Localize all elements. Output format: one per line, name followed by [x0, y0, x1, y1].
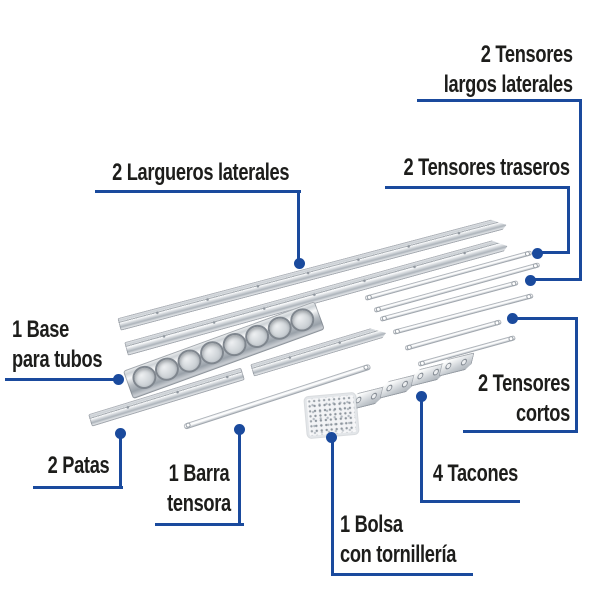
callout-line-traseros-horizontal — [538, 251, 569, 254]
callout-line-largos-horizontal — [531, 278, 581, 281]
callout-line-largueros-vertical — [297, 190, 300, 260]
callout-line-tacones-underline — [421, 500, 520, 503]
callout-line-bolsa-underline — [331, 573, 473, 576]
callout-line-largos-vertical — [579, 99, 582, 281]
label-bolsa: 1 Bolsa con tornillería — [340, 510, 456, 570]
label-tensores-cortos: 2 Tensores cortos — [478, 369, 570, 429]
callout-line-bolsa-vertical — [331, 438, 334, 576]
callout-line-traseros-underline — [385, 186, 570, 189]
label-tensores-traseros-text: 2 Tensores traseros — [403, 154, 571, 181]
callout-line-cortos-underline — [463, 430, 578, 433]
callout-line-largos-underline — [417, 99, 582, 102]
tube-hole — [221, 332, 248, 357]
label-tacones: 4 Tacones — [433, 459, 518, 489]
label-barra-line2: tensora — [167, 490, 231, 517]
callout-line-barra-underline — [155, 523, 244, 526]
callout-dot-barra — [234, 424, 245, 435]
label-largueros: 2 Largueros laterales — [112, 158, 289, 188]
label-tacones-text: 4 Tacones — [432, 460, 519, 487]
callout-dot-patas — [115, 428, 126, 439]
callout-line-patas-underline — [33, 486, 123, 489]
label-base: 1 Base para tubos — [12, 315, 103, 375]
tube-hole — [154, 356, 180, 382]
callout-line-cortos-horizontal — [513, 317, 577, 320]
callout-line-patas-vertical — [119, 434, 122, 488]
label-tensores-largos-line1: 2 Tensores — [481, 41, 573, 68]
callout-dot-largueros — [294, 258, 305, 269]
label-bolsa-line1: 1 Bolsa — [340, 511, 403, 538]
callout-line-base-underline — [5, 378, 115, 381]
label-patas-text: 2 Patas — [47, 452, 110, 479]
tube-hole — [244, 324, 270, 349]
tube-hole — [267, 315, 293, 341]
callout-line-traseros-vertical — [567, 186, 570, 254]
label-tensores-cortos-line2: cortos — [516, 400, 570, 427]
label-base-line1: 1 Base — [12, 316, 69, 343]
tube-hole — [199, 340, 225, 366]
label-base-line2: para tubos — [12, 346, 103, 373]
label-tensores-traseros: 2 Tensores traseros — [403, 153, 571, 183]
tube-hole — [289, 307, 315, 333]
callout-dot-traseros — [532, 248, 543, 259]
label-tensores-cortos-line1: 2 Tensores — [478, 370, 570, 397]
label-tensores-largos: 2 Tensores largos laterales — [444, 40, 573, 100]
callout-line-barra-vertical — [238, 430, 241, 525]
label-bolsa-line2: con tornillería — [340, 541, 457, 568]
tube-hole — [131, 365, 158, 390]
callout-line-largueros-underline — [95, 190, 301, 193]
label-largueros-text: 2 Largueros laterales — [112, 159, 290, 186]
callout-dot-largos — [525, 275, 536, 286]
label-barra-line1: 1 Barra — [168, 460, 230, 487]
callout-dot-cortos — [507, 313, 518, 324]
callout-dot-tacones — [416, 391, 427, 402]
label-patas: 2 Patas — [40, 451, 117, 481]
label-tensores-largos-line2: largos laterales — [444, 71, 573, 98]
callout-line-tacones-vertical — [420, 397, 423, 503]
callout-dot-bolsa — [326, 432, 337, 443]
tube-hole — [176, 348, 203, 374]
label-barra: 1 Barra tensora — [159, 459, 240, 519]
tacon-bracket-2 — [379, 374, 415, 398]
callout-line-cortos-vertical — [575, 317, 578, 433]
callout-dot-base — [113, 374, 124, 385]
